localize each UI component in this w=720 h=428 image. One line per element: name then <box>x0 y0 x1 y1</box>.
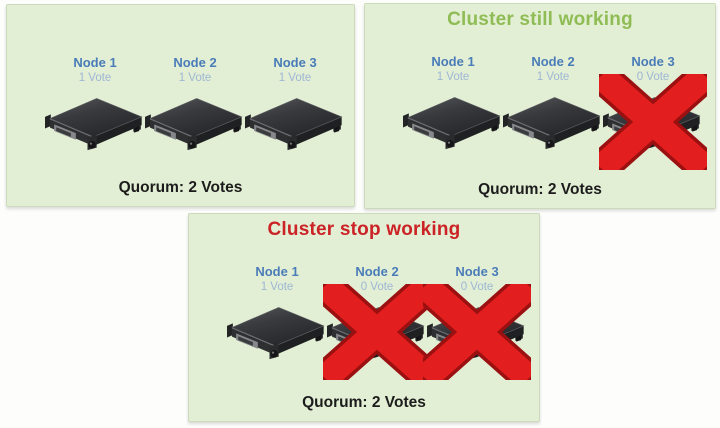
node-1: Node 1 1 Vote <box>35 55 155 151</box>
node-vote: 1 Vote <box>260 281 294 293</box>
panel-title: Cluster still working <box>447 9 633 30</box>
node-2: Node 2 1 Vote <box>135 55 255 151</box>
panel-all-nodes-online: Node 1 1 Vote Node 2 1 Vote Node 3 1 Vot… <box>6 4 355 207</box>
server-icon <box>403 90 503 150</box>
node-name: Node 3 <box>631 54 675 69</box>
node-name: Node 1 <box>431 54 475 69</box>
server-icon <box>145 91 245 151</box>
node-vote: 0 Vote <box>460 281 494 293</box>
quorum-label: Quorum: 2 Votes <box>302 394 426 411</box>
node-name: Node 3 <box>273 55 317 70</box>
failure-cross-icon <box>423 284 531 380</box>
server-icon <box>503 90 603 150</box>
failure-cross-icon <box>599 74 707 170</box>
failure-cross-icon <box>323 284 431 380</box>
node-3-failed: Node 3 0 Vote <box>593 54 713 150</box>
panel-cluster-stop-working: Cluster stop working Node 1 1 Vote Node … <box>188 213 540 422</box>
node-vote: 1 Vote <box>436 71 470 83</box>
node-3: Node 3 1 Vote <box>235 55 355 151</box>
node-vote: 1 Vote <box>78 72 112 84</box>
panel-title: Cluster stop working <box>267 219 461 240</box>
node-vote: 0 Vote <box>636 71 670 83</box>
node-row: Node 1 1 Vote Node 2 1 Vote Node 3 1 Vot… <box>7 55 354 175</box>
server-icon <box>327 300 427 360</box>
node-name: Node 2 <box>355 264 399 279</box>
node-row: Node 1 1 Vote Node 2 1 Vote Node 3 0 Vot… <box>365 54 715 174</box>
node-row: Node 1 1 Vote Node 2 0 Vote Node 3 0 Vot… <box>189 264 539 384</box>
server-icon <box>427 300 527 360</box>
node-name: Node 3 <box>455 264 499 279</box>
server-icon <box>227 300 327 360</box>
node-1: Node 1 1 Vote <box>217 264 337 360</box>
node-3-failed: Node 3 0 Vote <box>417 264 537 360</box>
panel-cluster-still-working: Cluster still working Node 1 1 Vote Node… <box>364 3 716 209</box>
server-icon <box>245 91 345 151</box>
node-name: Node 1 <box>255 264 299 279</box>
node-1: Node 1 1 Vote <box>393 54 513 150</box>
node-vote: 1 Vote <box>178 72 212 84</box>
quorum-label: Quorum: 2 Votes <box>118 179 243 196</box>
node-2: Node 2 1 Vote <box>493 54 613 150</box>
node-name: Node 1 <box>73 55 117 70</box>
server-icon <box>603 90 703 150</box>
node-vote: 1 Vote <box>278 72 312 84</box>
server-icon <box>45 91 145 151</box>
quorum-label: Quorum: 2 Votes <box>478 181 602 198</box>
node-vote: 1 Vote <box>536 71 570 83</box>
node-2-failed: Node 2 0 Vote <box>317 264 437 360</box>
node-name: Node 2 <box>173 55 217 70</box>
node-vote: 0 Vote <box>360 281 394 293</box>
node-name: Node 2 <box>531 54 575 69</box>
